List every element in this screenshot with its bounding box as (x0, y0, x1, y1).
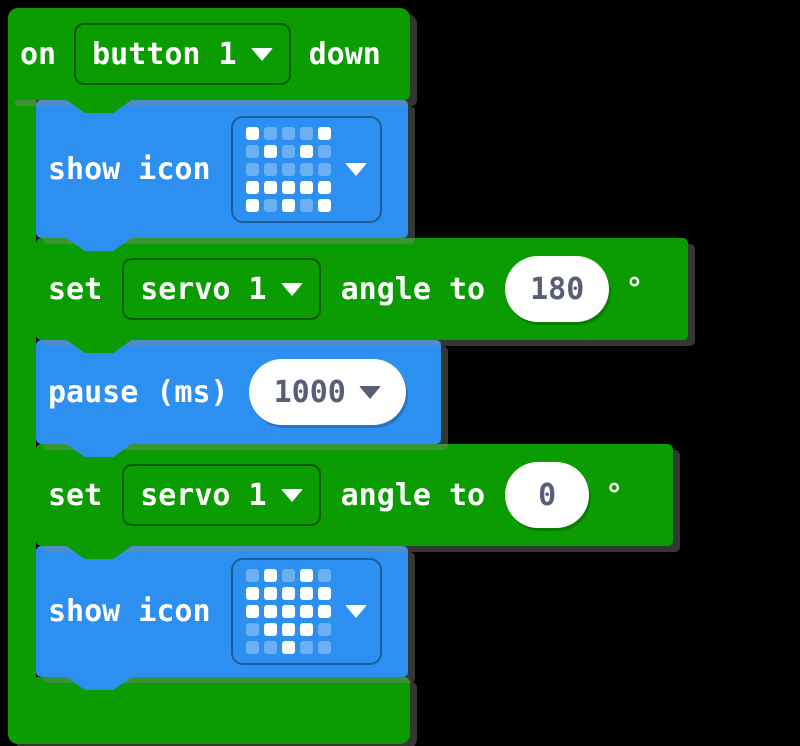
servo-dropdown-1[interactable]: servo 1 (122, 258, 321, 320)
chevron-down-icon (280, 488, 303, 502)
set-label: set (48, 477, 103, 513)
icon-dropdown-2[interactable] (230, 558, 382, 665)
degree-symbol: ° (605, 477, 624, 513)
angle-value: 180 (530, 271, 585, 307)
show-icon-label: show icon (48, 151, 211, 187)
servo-dropdown-value: servo 1 (140, 271, 267, 307)
heart-icon (245, 569, 331, 654)
chevron-down-icon (250, 47, 273, 61)
angle-to-label: angle to (340, 271, 486, 307)
button-dropdown[interactable]: button 1 (74, 23, 291, 85)
angle-value-input-2[interactable]: 0 (505, 462, 590, 528)
servo-dropdown-value: servo 1 (140, 477, 267, 513)
angle-value-input-1[interactable]: 180 (505, 256, 610, 322)
pause-duration-value: 1000 (273, 374, 346, 410)
show-icon-block-2[interactable]: show icon (36, 546, 408, 677)
icon-dropdown-1[interactable] (230, 115, 382, 223)
angle-value: 0 (538, 477, 557, 513)
event-block-left-spine (8, 96, 36, 680)
set-label: set (48, 271, 103, 307)
degree-symbol: ° (625, 271, 644, 307)
event-suffix-label: down (308, 36, 381, 72)
event-prefix-label: on (20, 36, 57, 72)
event-block-on-button-down[interactable]: on button 1 down (8, 8, 410, 100)
set-servo-angle-block-1[interactable]: set servo 1 angle to 180 ° (36, 238, 688, 340)
chevron-down-icon (344, 605, 367, 618)
pause-label: pause (ms) (48, 374, 229, 410)
chevron-down-icon (358, 385, 381, 399)
show-icon-label: show icon (48, 594, 211, 629)
chevron-down-icon (344, 162, 367, 176)
pause-duration-dropdown[interactable]: 1000 (248, 359, 406, 425)
show-icon-block-1[interactable]: show icon (36, 100, 408, 238)
pause-block[interactable]: pause (ms) 1000 (36, 340, 441, 444)
chevron-down-icon (280, 282, 303, 296)
set-servo-angle-block-2[interactable]: set servo 1 angle to 0 ° (36, 444, 673, 546)
event-block-footer (8, 677, 410, 744)
angle-to-label: angle to (340, 477, 486, 513)
button-dropdown-value: button 1 (92, 36, 237, 72)
angry-face-icon (245, 126, 331, 212)
servo-dropdown-2[interactable]: servo 1 (122, 464, 321, 526)
